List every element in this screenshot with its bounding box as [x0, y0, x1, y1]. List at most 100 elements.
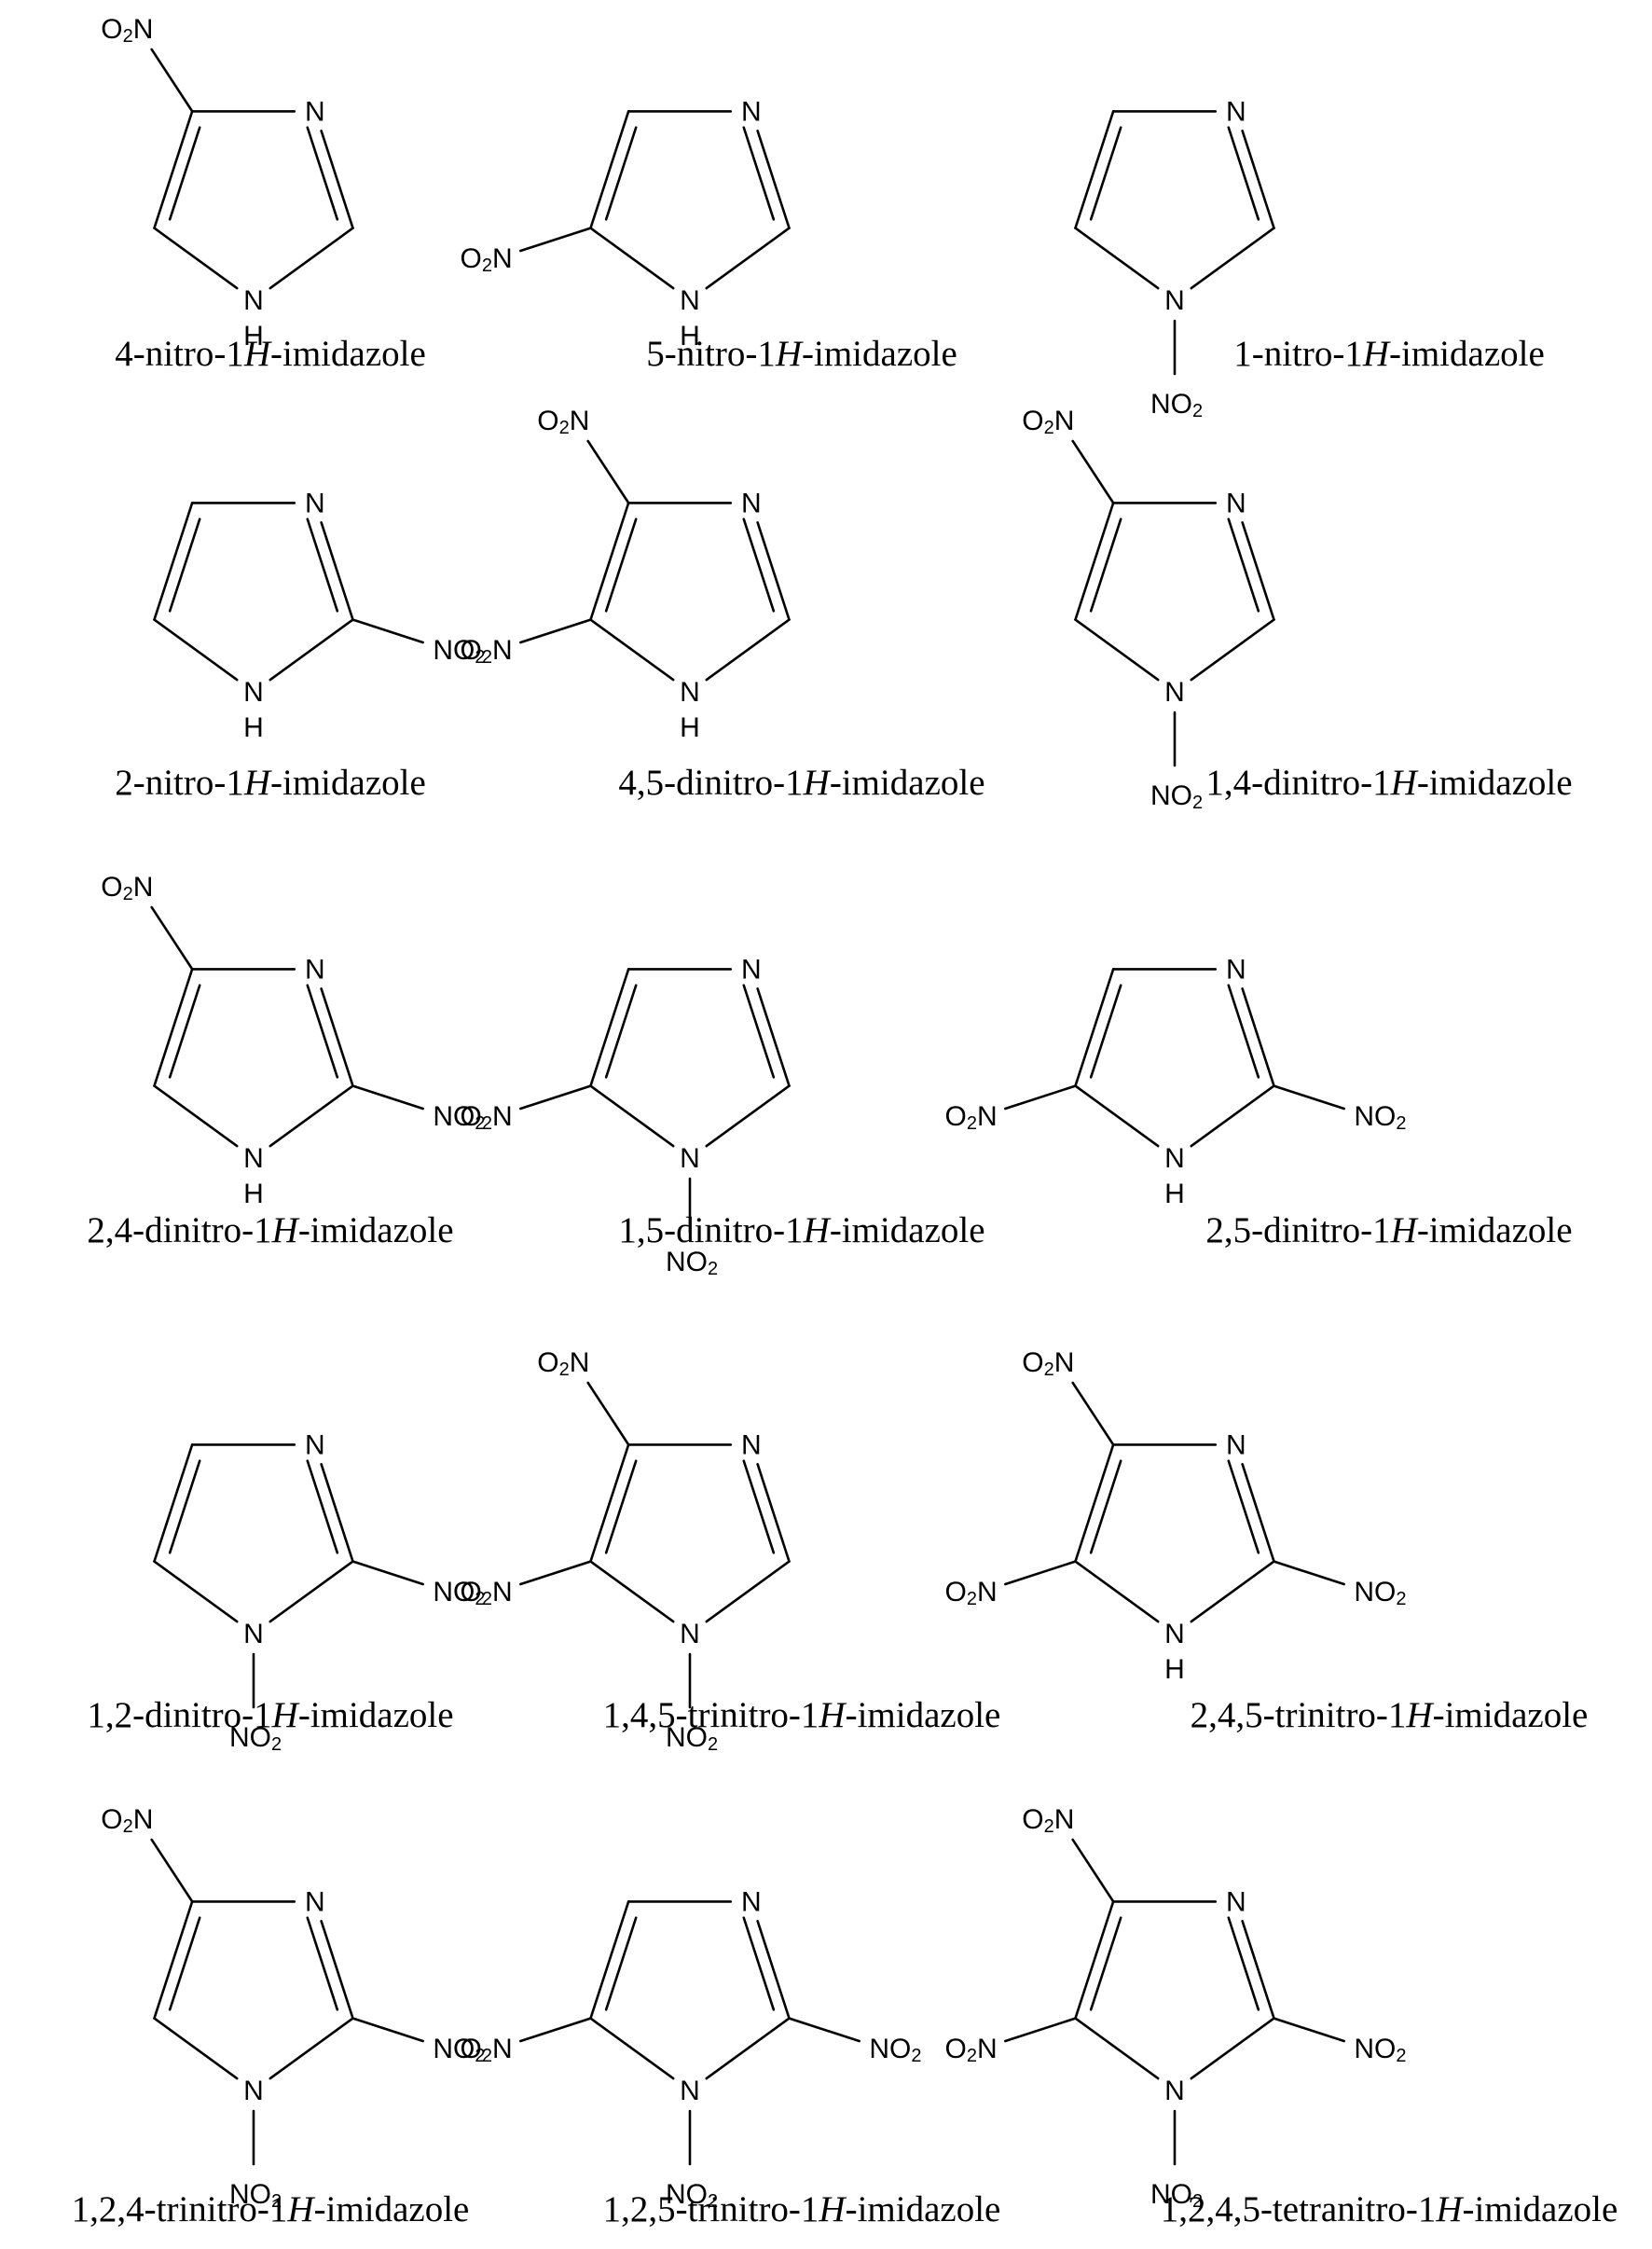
ring-nitrogen-label: N — [1164, 1619, 1185, 1649]
nitro-group-label: NO2 — [433, 635, 485, 669]
ring-bond — [705, 1084, 791, 1148]
ring-bond — [320, 521, 354, 621]
nitro-group-label: O2N — [1022, 406, 1074, 439]
ring-bond — [153, 1560, 239, 1623]
nitro-group-label: NO2 — [1354, 1577, 1406, 1610]
ring-bond — [756, 1463, 791, 1563]
ring-nitrogen-label: N — [305, 1429, 325, 1460]
nitro-group-label: O2N — [1022, 1347, 1074, 1381]
ring-bond — [153, 1084, 239, 1148]
ring-bond — [268, 227, 354, 290]
compound-name: 5-nitro-1H-imidazole — [646, 334, 957, 374]
double-bond-inner — [168, 1916, 201, 2011]
nitro-bond — [519, 1084, 592, 1111]
double-bond-inner — [604, 984, 638, 1079]
ring-bond — [153, 1900, 194, 2020]
double-bond-inner — [168, 1459, 201, 1554]
ring-nitrogen-label: N — [243, 1143, 264, 1174]
ring-bond — [1190, 1084, 1275, 1148]
double-bond-inner — [1227, 1916, 1260, 2011]
ring-nitrogen-label: N — [243, 2076, 264, 2106]
nitro-group-label: O2N — [101, 14, 153, 48]
nitro-group-label: NO2 — [433, 2034, 485, 2067]
compound-name: 1,2-dinitro-1H-imidazole — [87, 1695, 454, 1735]
ring-bond — [705, 2017, 791, 2080]
ring-bond — [153, 502, 194, 621]
nitro-group-label: O2N — [460, 1577, 512, 1610]
ring-bond — [589, 968, 630, 1087]
ring-nitrogen-label: N — [1226, 1429, 1246, 1460]
nitro-group-label: NO2 — [666, 1722, 718, 1756]
nitro-group-label: NO2 — [229, 1722, 282, 1756]
double-bond-inner — [604, 517, 638, 613]
ring-bond — [589, 227, 675, 290]
ring-bond — [589, 2017, 675, 2080]
nitro-bond — [586, 439, 630, 504]
double-bond-inner — [1089, 126, 1122, 221]
compound-name: 1,5-dinitro-1H-imidazole — [618, 1210, 985, 1250]
nitro-group-label: NO2 — [869, 2034, 921, 2067]
nitro-bond — [150, 1838, 194, 1903]
ring-bond — [1074, 618, 1160, 682]
nitro-group-label: O2N — [944, 1577, 997, 1610]
ring-nitrogen-label: N — [305, 954, 325, 985]
nitro-group-label: O2N — [101, 872, 153, 905]
ring-bond — [756, 521, 791, 621]
ring-nitrogen-label: N — [1164, 1143, 1185, 1174]
ring-bond — [153, 968, 194, 1087]
double-bond-inner — [306, 126, 339, 221]
nitro-group-label: O2N — [460, 635, 512, 669]
double-bond-inner — [1227, 126, 1260, 221]
compound-name: 1,2,5-trinitro-1H-imidazole — [602, 2189, 1001, 2229]
ring-bond — [153, 1443, 194, 1563]
nitro-bond — [351, 1084, 424, 1111]
double-bond-inner — [1227, 984, 1260, 1079]
ring-bond — [268, 1084, 354, 1148]
ring-bond — [1074, 110, 1115, 229]
ring-nitrogen-label: N — [680, 1143, 700, 1174]
ring-nitrogen-label: N — [1226, 954, 1246, 985]
nitro-bond — [1273, 1560, 1345, 1586]
ring-bond — [1241, 1920, 1275, 2020]
compound-name: 4-nitro-1H-imidazole — [115, 334, 426, 374]
hydrogen-label: H — [680, 321, 700, 352]
double-bond-inner — [306, 984, 339, 1079]
ring-nitrogen-label: N — [680, 1619, 700, 1649]
ring-bond — [320, 1463, 354, 1563]
compound-name: 1,4,5-trinitro-1H-imidazole — [602, 1695, 1001, 1735]
ring-bond — [756, 130, 791, 229]
ring-bond — [589, 1900, 630, 2020]
ring-bond — [589, 618, 675, 682]
ring-bond — [705, 1560, 791, 1623]
ring-bond — [589, 502, 630, 621]
double-bond-inner — [1227, 1459, 1260, 1554]
ring-nitrogen-label: N — [305, 488, 325, 518]
nitro-bond — [1273, 2017, 1345, 2043]
ring-bond — [1074, 2017, 1160, 2080]
ring-bond — [1074, 1560, 1160, 1623]
ring-bond — [1241, 1463, 1275, 1563]
ring-bond — [1074, 1900, 1115, 2020]
double-bond-inner — [742, 984, 776, 1079]
nitro-bond — [1071, 439, 1115, 504]
nitro-group-label: NO2 — [1150, 2179, 1203, 2213]
ring-bond — [1190, 227, 1275, 290]
ring-bond — [1190, 618, 1275, 682]
compound-name: 1,2,4-trinitro-1H-imidazole — [71, 2189, 470, 2229]
hydrogen-label: H — [1164, 1654, 1185, 1685]
nitro-group-label: O2N — [101, 1804, 153, 1838]
double-bond-inner — [1089, 1459, 1122, 1554]
nitro-group-label: NO2 — [666, 2179, 718, 2213]
ring-nitrogen-label: N — [1226, 1886, 1246, 1917]
hydrogen-label: H — [1164, 1179, 1185, 1209]
nitro-group-label: NO2 — [1150, 389, 1203, 422]
ring-bond — [153, 227, 239, 290]
